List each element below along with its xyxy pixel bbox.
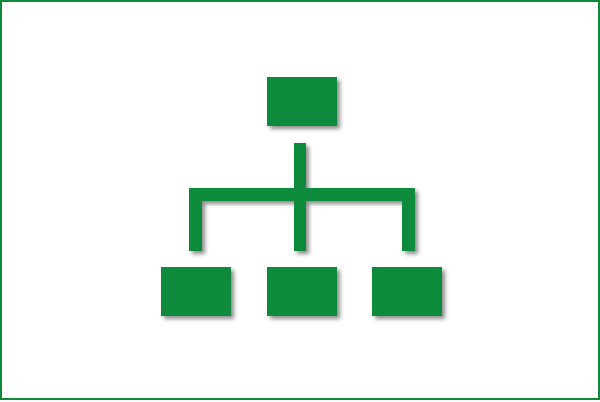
root-connector — [294, 143, 306, 191]
middle-branch-connector — [294, 188, 306, 251]
child-node-right — [372, 267, 442, 316]
right-branch-connector — [402, 188, 415, 251]
child-node-left — [161, 267, 231, 316]
root-node — [267, 77, 337, 126]
left-branch-connector — [189, 188, 202, 251]
child-node-middle — [267, 267, 337, 316]
hierarchy-diagram — [161, 77, 442, 316]
